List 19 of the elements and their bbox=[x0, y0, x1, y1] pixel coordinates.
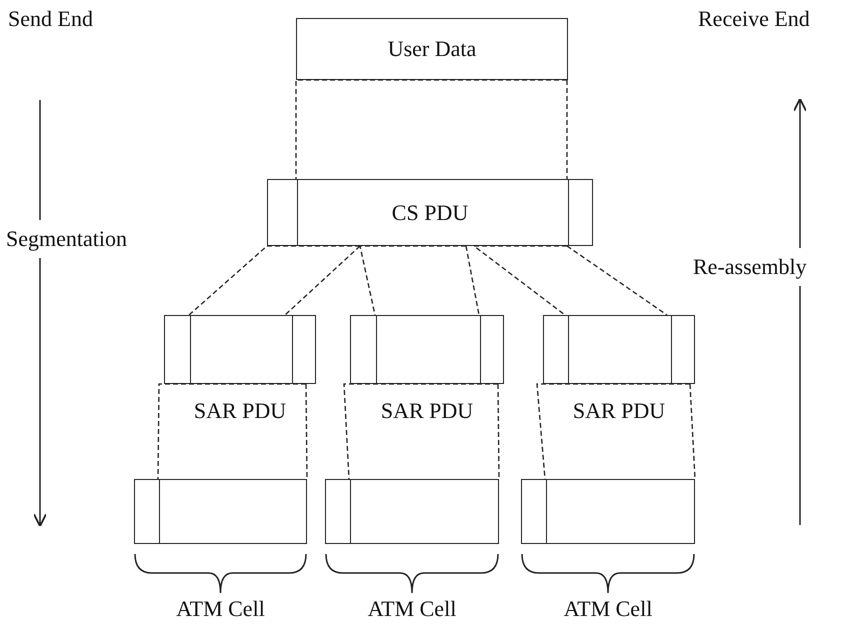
dashed-connector bbox=[472, 245, 668, 316]
text-label: Re-assembly bbox=[693, 254, 807, 280]
text-label: Segmentation bbox=[6, 226, 127, 252]
box-label: SAR PDU bbox=[192, 398, 288, 424]
box-label: SAR PDU bbox=[380, 398, 474, 424]
cell-caption: ATM Cell bbox=[175, 596, 266, 622]
box-label: User Data bbox=[388, 36, 476, 62]
dashed-connector bbox=[359, 245, 480, 316]
text-label: Send End bbox=[8, 6, 93, 32]
box-label: CS PDU bbox=[392, 200, 468, 226]
dashed-connector bbox=[295, 79, 568, 180]
dashed-connector bbox=[157, 383, 308, 480]
dashed-connector bbox=[188, 245, 361, 316]
dashed-connector bbox=[536, 383, 696, 480]
box-label: SAR PDU bbox=[572, 398, 666, 424]
cell-caption: ATM Cell bbox=[366, 596, 458, 622]
dashed-connector bbox=[343, 383, 500, 480]
text-label: Receive End bbox=[698, 6, 810, 32]
cell-caption: ATM Cell bbox=[562, 596, 654, 622]
